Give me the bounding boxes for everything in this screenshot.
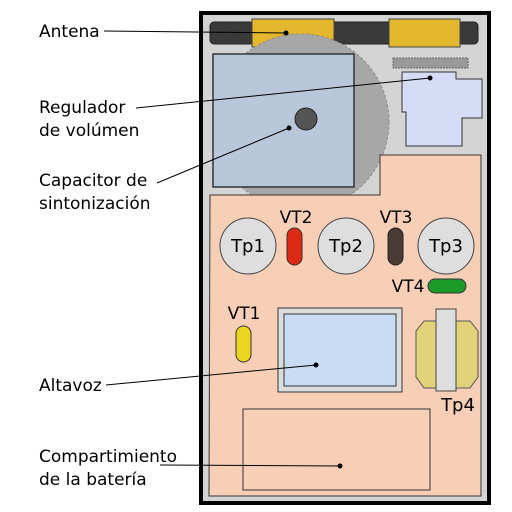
volume-dot [427,75,433,81]
capacitor-leader [156,127,290,184]
tp4-label: Tp4 [440,395,475,416]
tuning-knob [294,107,318,131]
test-point-tp3 [417,217,475,275]
battery-dot [337,463,343,469]
label-volume-line1: Regulador [39,98,125,118]
transistor-vt3 [387,227,404,266]
battery-compartment [242,408,431,491]
speaker-leader [105,364,317,386]
label-volume-line2: de volúmen [39,121,139,141]
speaker [283,313,397,387]
antenna-coil-right [388,18,461,48]
label-capacitor-line2: sintonización [39,194,151,214]
volume-wheel [392,57,469,69]
tuning-panel [212,53,355,188]
label-battery-line2: de la batería [39,470,147,490]
transistor-vt2 [286,227,303,266]
tp1-label: Tp1 [230,236,265,257]
volume-control [401,71,483,147]
label-speaker: Altavoz [39,376,102,396]
test-point-tp1 [219,217,277,275]
vt2-label: VT2 [280,208,313,228]
label-battery-line1: Compartimiento [39,447,177,467]
label-antenna: Antena [39,22,100,42]
transistor-vt4 [427,278,467,294]
tp3-label: Tp3 [428,236,463,257]
volume-leader [135,77,431,109]
vt4-label: VT4 [392,277,425,297]
vt1-label: VT1 [228,304,261,324]
transformer-bar [435,308,457,392]
antenna-dot [283,30,289,36]
battery-leader [159,464,341,467]
antenna-leader [103,30,287,34]
vt3-label: VT3 [380,208,413,228]
transistor-vt1 [235,325,252,363]
capacitor-dot [286,125,292,131]
tp2-label: Tp2 [328,236,363,257]
test-point-tp2 [317,217,375,275]
speaker-dot [313,362,319,368]
label-capacitor-line1: Capacitor de [39,171,147,191]
